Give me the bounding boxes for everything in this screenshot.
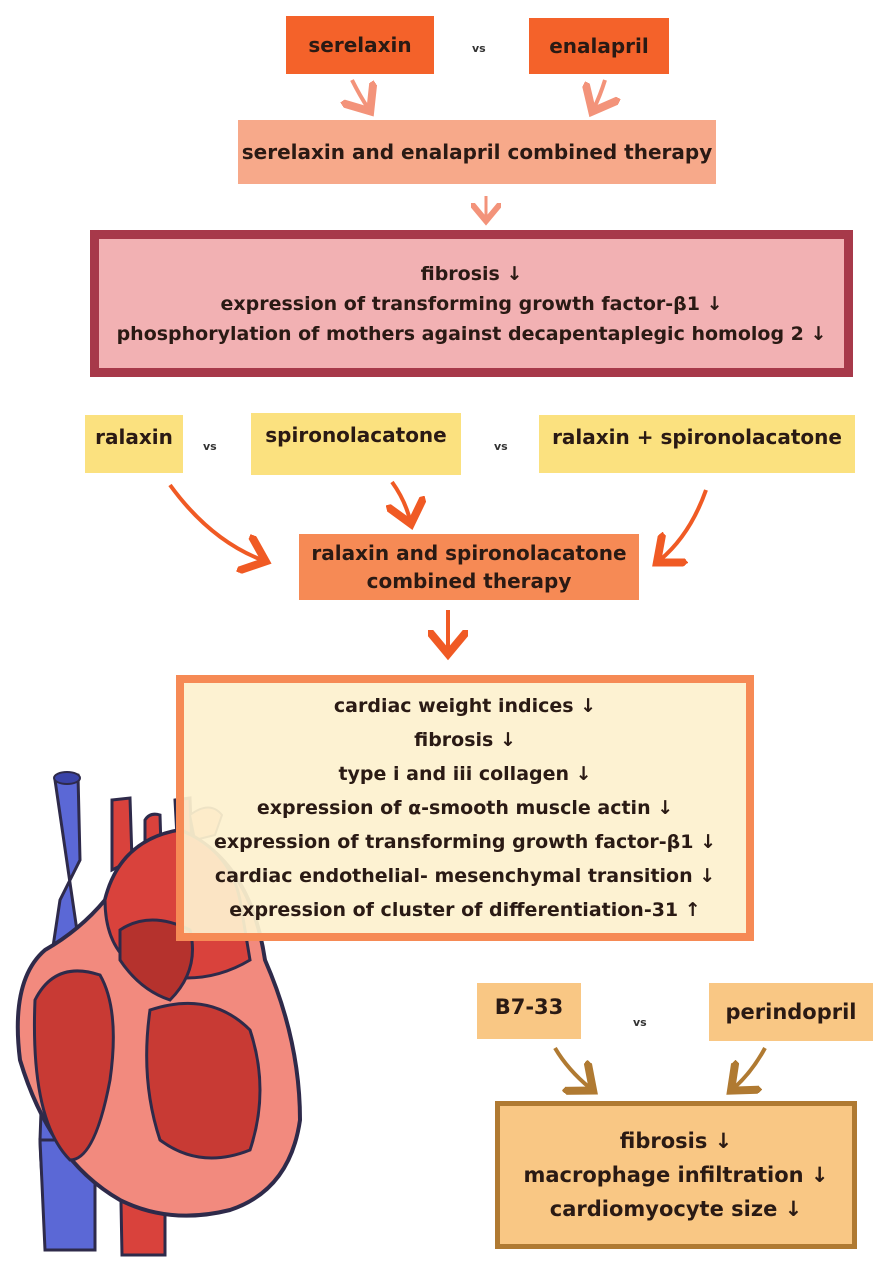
serelaxin-box: serelaxin [286, 16, 434, 74]
arrow-enalapril [594, 79, 605, 108]
effect-fibrosis-2: fibrosis ↓ [414, 729, 516, 751]
arrow-b733 [553, 1046, 590, 1088]
enalapril-box: enalapril [529, 18, 669, 74]
vs-label-1: vs [472, 42, 486, 55]
section2-effects-box: cardiac weight indices ↓ fibrosis ↓ type… [176, 675, 754, 941]
ralaxin-spironolacatone-box: ralaxin + spironolacatone [539, 415, 855, 473]
perindopril-box: perindopril [709, 983, 873, 1041]
effect-fibrosis: fibrosis ↓ [420, 262, 523, 285]
spironolacatone-box: spironolacatone [251, 413, 461, 475]
arrow-serelaxin [352, 79, 368, 108]
arrow-spironolacatone [392, 480, 410, 520]
ralaxin-box: ralaxin [85, 415, 183, 473]
effect-fibrosis-3: fibrosis ↓ [619, 1129, 733, 1153]
vs-label-4: vs [633, 1016, 647, 1029]
section1-effects-box: fibrosis ↓ expression of transforming gr… [90, 230, 853, 377]
effect-macrophage: macrophage infiltration ↓ [523, 1163, 829, 1187]
b7-33-box: B7-33 [477, 983, 581, 1039]
effect-collagen: type i and iii collagen ↓ [338, 763, 592, 785]
effect-sma: expression of α-smooth muscle actin ↓ [256, 797, 674, 819]
effect-smad2: phosphorylation of mothers against decap… [116, 322, 827, 345]
vs-label-3: vs [494, 440, 508, 453]
effect-cardiac-weight: cardiac weight indices ↓ [333, 695, 597, 717]
arrow-ralaxin [168, 483, 262, 560]
effect-tgf-b1-2: expression of transforming growth factor… [213, 831, 716, 853]
combined-line-1: ralaxin and spironolacatone [311, 541, 627, 565]
serelaxin-enalapril-combined-box: serelaxin and enalapril combined therapy [238, 120, 716, 184]
ralaxin-spironolacatone-combined-box: ralaxin and spironolacatone combined the… [299, 534, 639, 600]
effect-endmt: cardiac endothelial- mesenchymal transit… [214, 865, 716, 887]
arrow-perindopril [734, 1047, 767, 1088]
effect-tgf-b1: expression of transforming growth factor… [220, 292, 723, 315]
vs-label-2: vs [203, 440, 217, 453]
section3-effects-box: fibrosis ↓ macrophage infiltration ↓ car… [495, 1101, 857, 1249]
arrow-combo [660, 489, 708, 560]
effect-cardiomyocyte: cardiomyocyte size ↓ [549, 1197, 803, 1221]
combined-line-2: combined therapy [366, 569, 572, 593]
effect-cd31: expression of cluster of differentiation… [229, 899, 701, 921]
